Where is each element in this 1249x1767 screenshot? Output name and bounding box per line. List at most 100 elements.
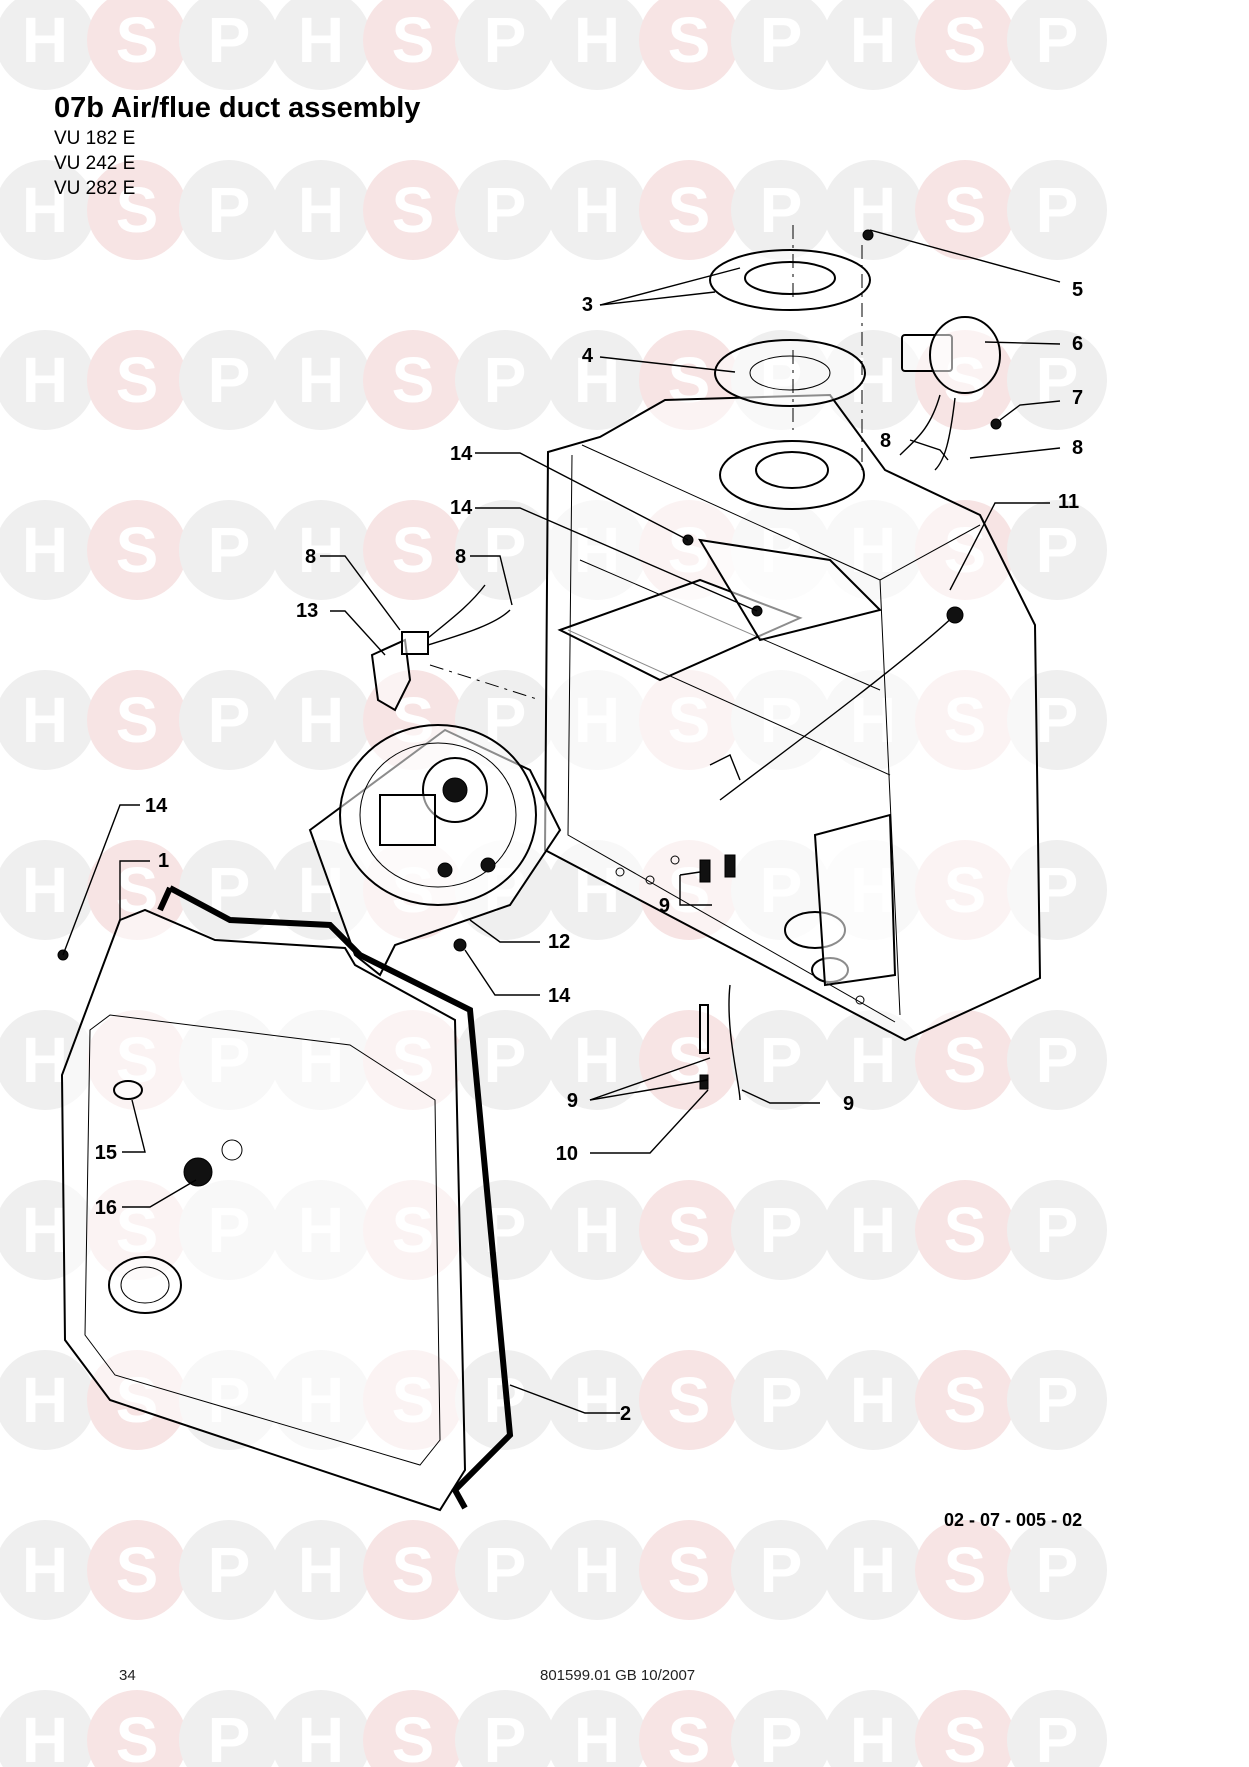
watermark-letter: P	[760, 174, 803, 246]
watermark-circle	[547, 1520, 647, 1620]
callout-5: 5	[1072, 279, 1083, 301]
watermark-circle	[179, 330, 279, 430]
watermark-circle	[271, 160, 371, 260]
watermark-circle	[639, 1180, 739, 1280]
watermark-letter: S	[392, 174, 435, 246]
watermark-letter: S	[392, 514, 435, 586]
watermark-letter: S	[944, 1194, 987, 1266]
watermark-letter: H	[298, 514, 344, 586]
air-pressure-switch	[899, 316, 1001, 471]
watermark-circle	[915, 1520, 1015, 1620]
watermark-letter: P	[208, 4, 251, 76]
watermark-circle	[363, 500, 463, 600]
watermark-letter: P	[1036, 174, 1079, 246]
watermark-letter: P	[760, 1194, 803, 1266]
model-label: VU 282 E	[54, 178, 136, 199]
watermark-circle	[1007, 1180, 1107, 1280]
watermark-circle	[731, 160, 831, 260]
watermark-circle	[87, 500, 187, 600]
watermark-letter: H	[298, 1704, 344, 1767]
watermark-letter: H	[22, 1364, 68, 1436]
watermark-circle	[547, 1180, 647, 1280]
watermark-letter: S	[668, 174, 711, 246]
watermark-letter: P	[760, 1024, 803, 1096]
watermark-circle	[639, 1690, 739, 1767]
watermark-letter: S	[116, 1704, 159, 1767]
fan-assembly	[308, 724, 562, 977]
watermark-circle	[363, 160, 463, 260]
callout-8: 8	[455, 546, 466, 568]
watermark-letter: H	[22, 174, 68, 246]
watermark-circle	[731, 1180, 831, 1280]
watermark-letter: H	[22, 514, 68, 586]
watermark-circle	[823, 1350, 923, 1450]
watermark-circle	[0, 0, 95, 90]
watermark-letter: H	[850, 1364, 896, 1436]
watermark-letter: P	[1036, 1364, 1079, 1436]
callout-12: 12	[548, 931, 570, 953]
watermark-circle	[731, 1520, 831, 1620]
watermark-letter: P	[1036, 1194, 1079, 1266]
watermark-circle	[271, 670, 371, 770]
watermark-circle	[731, 1010, 831, 1110]
watermark-circle	[0, 670, 95, 770]
callout-9: 9	[659, 895, 670, 917]
watermark-circle	[87, 1690, 187, 1767]
watermark-letter: P	[1036, 344, 1079, 416]
watermark-letter: H	[850, 1024, 896, 1096]
watermark-letter: H	[574, 1704, 620, 1767]
watermark-circle	[1007, 330, 1107, 430]
watermark-circle	[179, 840, 279, 940]
watermark-letter: S	[668, 1364, 711, 1436]
model-label: VU 242 E	[54, 153, 136, 174]
watermark-circle	[87, 330, 187, 430]
watermark-circle	[179, 1520, 279, 1620]
watermark-letter: P	[208, 344, 251, 416]
watermark-letter: P	[1036, 854, 1079, 926]
callout-16: 16	[95, 1197, 117, 1219]
watermark-circle	[271, 1690, 371, 1767]
watermark-circle	[87, 0, 187, 90]
watermark-letter: H	[22, 684, 68, 756]
watermark-letter: P	[484, 344, 527, 416]
watermark-letter: H	[574, 1024, 620, 1096]
watermark-letter: P	[1036, 1024, 1079, 1096]
watermark-circle	[87, 160, 187, 260]
watermark-circle	[639, 1350, 739, 1450]
watermark-circle	[547, 330, 647, 430]
watermark-circle	[823, 0, 923, 90]
watermark-circle	[1007, 1010, 1107, 1110]
air-box-casing	[543, 393, 1042, 1042]
watermark-letter: H	[574, 1194, 620, 1266]
model-label: VU 182 E	[54, 128, 136, 149]
watermark-circle	[0, 1690, 95, 1767]
watermark-letter: P	[484, 1024, 527, 1096]
callout-2: 2	[620, 1403, 631, 1425]
watermark-circle	[915, 160, 1015, 260]
watermark-circle	[823, 160, 923, 260]
watermark-circle	[823, 1690, 923, 1767]
watermark-circle	[179, 500, 279, 600]
callout-8: 8	[1072, 437, 1083, 459]
watermark-letter: H	[22, 1194, 68, 1266]
watermark-circle	[455, 500, 555, 600]
watermark-circle	[639, 160, 739, 260]
watermark-circle	[547, 0, 647, 90]
watermark-letter: P	[760, 1704, 803, 1767]
watermark-letter: H	[574, 1364, 620, 1436]
watermark-letter: S	[392, 4, 435, 76]
watermark-circle	[1007, 500, 1107, 600]
watermark-letter: S	[668, 1534, 711, 1606]
watermark-letter: H	[298, 4, 344, 76]
watermark-letter: P	[208, 174, 251, 246]
watermark-circle	[363, 330, 463, 430]
watermark-letter: H	[574, 4, 620, 76]
watermark-circle	[87, 670, 187, 770]
watermark-circle	[915, 0, 1015, 90]
callout-13: 13	[296, 600, 318, 622]
watermark-letter: P	[1036, 684, 1079, 756]
watermark-letter: S	[116, 174, 159, 246]
watermark-circle	[639, 0, 739, 90]
watermark-circle	[823, 1180, 923, 1280]
watermark-letter: S	[392, 1704, 435, 1767]
